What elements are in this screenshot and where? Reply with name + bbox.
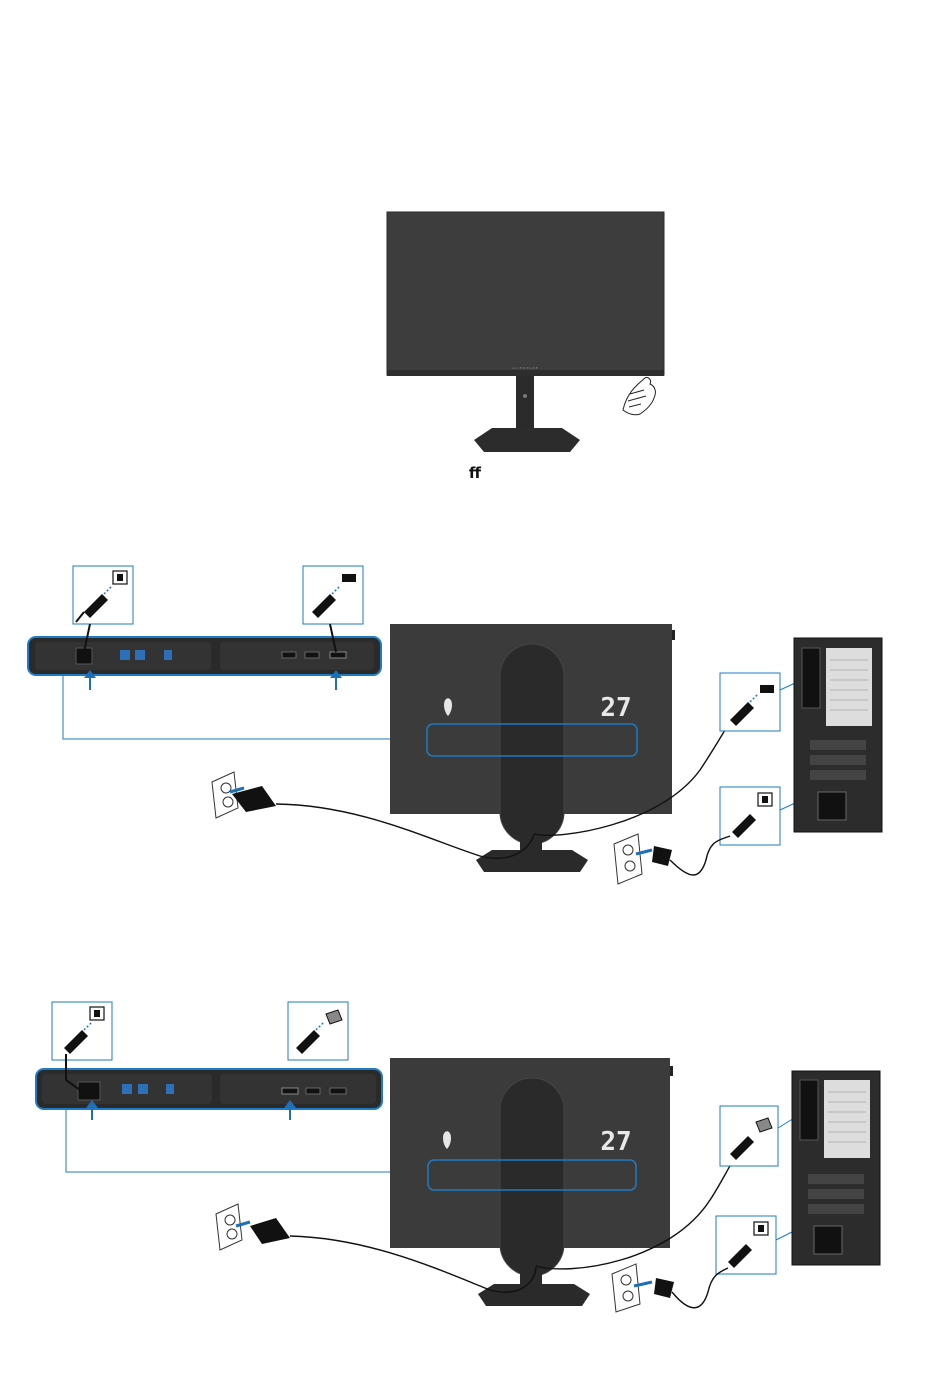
wall-outlet-icon [216, 1204, 242, 1250]
figure-caption: ff [0, 464, 950, 482]
monitor-port-strip [28, 624, 381, 690]
displayport-connection-diagram: 27 [0, 550, 950, 890]
desktop-tower-icon [794, 638, 882, 832]
pc-power-callout [716, 1216, 804, 1274]
wall-outlet-icon [614, 834, 642, 884]
wall-outlet-icon [612, 1264, 640, 1312]
power-plug-icon [654, 1278, 674, 1298]
power-plug-icon [652, 846, 672, 866]
pc-power-callout [720, 787, 806, 845]
monitor-port-strip [36, 1054, 382, 1120]
monitor-front-figure: A L I E N W A R E [0, 0, 950, 520]
alienware-logo-text: A L I E N W A R E [512, 366, 537, 370]
hdmi-connection-diagram: 27 [0, 1000, 950, 1340]
monitor-power-callout [52, 1002, 112, 1060]
monitor-hdmi-callout [288, 1002, 348, 1060]
model-number-text: 27 [600, 1127, 631, 1157]
pc-hdmi-callout [720, 1106, 804, 1166]
power-plug-icon [250, 1218, 290, 1244]
monitor-dp-callout [303, 566, 363, 624]
pc-dp-callout [720, 673, 806, 731]
model-number-text: 27 [600, 693, 631, 723]
desktop-tower-icon [792, 1071, 880, 1265]
monitor-rear-icon: 27 [390, 624, 675, 872]
monitor-power-callout [73, 566, 133, 624]
hand-touch-icon [623, 377, 655, 414]
monitor-front-icon: A L I E N W A R E [387, 212, 664, 452]
callout-leader-line [66, 1109, 428, 1172]
callout-leader-line [63, 675, 427, 739]
